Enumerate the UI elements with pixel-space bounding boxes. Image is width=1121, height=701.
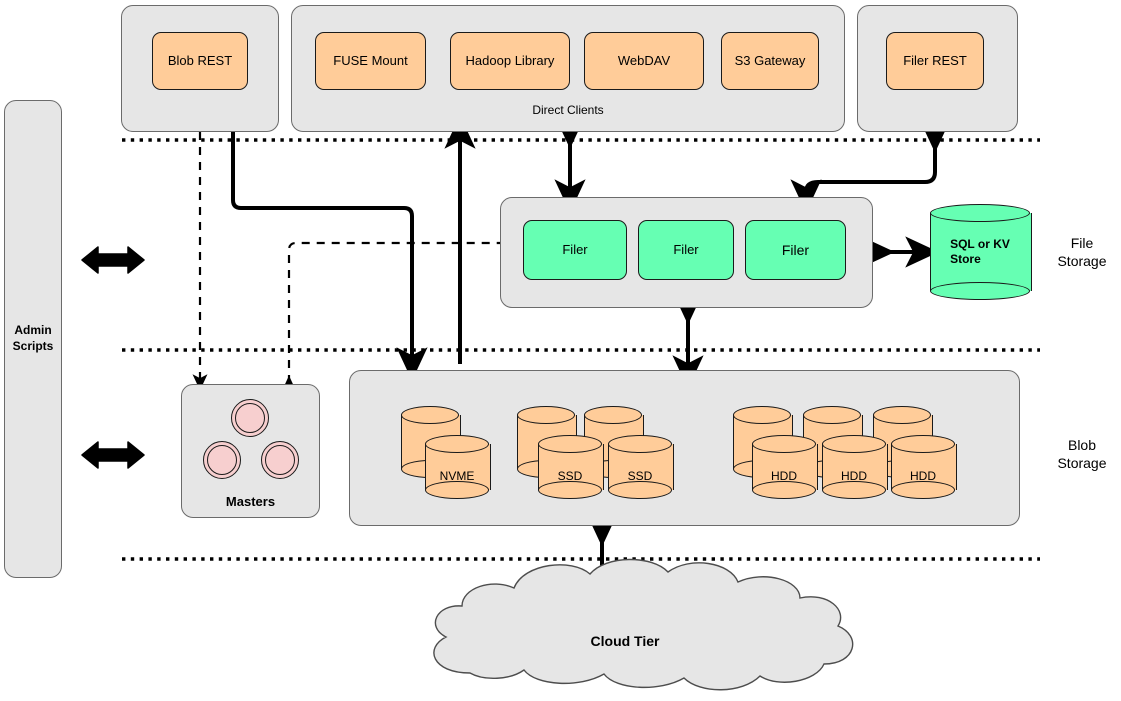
cloud-tier-shape — [433, 558, 854, 691]
filer-node-2[interactable]: Filer — [638, 220, 734, 280]
disk-hdd-label-1: HDD — [771, 469, 797, 483]
filer-node-1[interactable]: Filer — [523, 220, 627, 280]
client-hadoop-library[interactable]: Hadoop Library — [450, 32, 570, 90]
filer-node-3[interactable]: Filer — [745, 220, 846, 280]
cylinder-top — [891, 435, 955, 453]
disk-ssd-label-1: SSD — [557, 469, 583, 483]
client-blob-rest[interactable]: Blob REST — [152, 32, 248, 90]
cylinder-bottom — [822, 481, 886, 499]
cylinder-bottom — [891, 481, 955, 499]
cylinder-bottom — [425, 481, 489, 499]
disk-hdd-front-3[interactable]: HDD — [891, 435, 957, 499]
disk-ssd-front-1[interactable]: SSD — [538, 435, 604, 499]
masters-group-label: Masters — [225, 494, 276, 509]
cylinder-top — [752, 435, 816, 453]
client-filer-rest[interactable]: Filer REST — [886, 32, 984, 90]
filer-rest-group — [857, 5, 1018, 132]
disk-nvme-front[interactable]: NVME — [425, 435, 491, 499]
cylinder-caption-wrap: NVME — [425, 435, 489, 499]
master-node-3[interactable] — [261, 441, 299, 479]
cylinder-caption-wrap: SSD — [608, 435, 672, 499]
filer-node-2-label: Filer — [673, 241, 699, 257]
client-webdav[interactable]: WebDAV — [584, 32, 704, 90]
cylinder-bottom — [538, 481, 602, 499]
client-webdav-label: WebDAV — [617, 52, 671, 68]
cylinder-top — [425, 435, 489, 453]
client-s3-gateway[interactable]: S3 Gateway — [721, 32, 819, 90]
master-node-1[interactable] — [231, 399, 269, 437]
client-hadoop-library-label: Hadoop Library — [465, 52, 555, 68]
disk-hdd-label-3: HDD — [910, 469, 936, 483]
edge-filerrest-to-filers — [790, 119, 951, 213]
cylinder-bottom — [930, 282, 1030, 300]
cylinder-body — [930, 213, 1032, 291]
client-fuse-mount-label: FUSE Mount — [333, 52, 408, 68]
cylinder-caption-wrap: HDD — [822, 435, 886, 499]
cylinder-top — [733, 406, 791, 424]
client-blob-rest-label: Blob REST — [167, 52, 233, 68]
cylinder-top — [822, 435, 886, 453]
disk-nvme-label: NVME — [439, 469, 475, 483]
disk-ssd-label-2: SSD — [627, 469, 653, 483]
client-s3-gateway-label: S3 Gateway — [734, 52, 806, 68]
cylinder-caption-wrap: HDD — [891, 435, 955, 499]
filer-node-3-label: Filer — [781, 241, 810, 258]
direct-clients-caption: Direct Clients — [532, 103, 604, 117]
disk-hdd-front-1[interactable]: HDD — [752, 435, 818, 499]
admin-file-storage-arrow-icon — [81, 246, 145, 274]
admin-blob-storage-arrow-icon — [81, 441, 145, 469]
cylinder-top — [873, 406, 931, 424]
cylinder-top — [517, 406, 575, 424]
cylinder-top — [538, 435, 602, 453]
client-filer-rest-label: Filer REST — [903, 52, 967, 68]
cylinder-top — [401, 406, 459, 424]
cylinder-top — [584, 406, 642, 424]
edge-masters-to-filers-dashed — [281, 241, 500, 392]
cylinder-top — [803, 406, 861, 424]
edge-blobrest-to-volumes — [231, 132, 428, 381]
cloud-tier-label: Cloud Tier — [590, 633, 660, 649]
disk-hdd-label-2: HDD — [841, 469, 867, 483]
cylinder-top — [930, 204, 1030, 222]
cylinder-bottom — [608, 481, 672, 499]
client-fuse-mount[interactable]: FUSE Mount — [315, 32, 426, 90]
disk-hdd-front-2[interactable]: HDD — [822, 435, 888, 499]
cylinder-caption-wrap: SSD — [538, 435, 602, 499]
filer-node-1-label: Filer — [562, 241, 588, 257]
disk-ssd-front-2[interactable]: SSD — [608, 435, 674, 499]
cylinder-top — [608, 435, 672, 453]
cylinder-bottom — [752, 481, 816, 499]
master-node-2[interactable] — [203, 441, 241, 479]
cylinder-caption-wrap: HDD — [752, 435, 816, 499]
